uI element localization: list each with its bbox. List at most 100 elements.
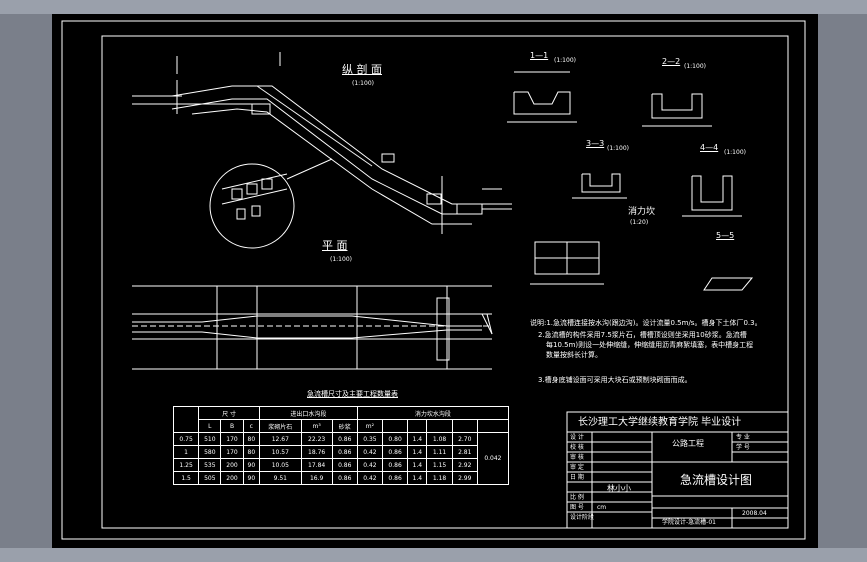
section-1-1-title: 1—1	[530, 51, 549, 60]
stilling-block	[530, 241, 604, 285]
table-row: 0.75 510 170 80 12.67 22.23 0.86 0.35 0.…	[172, 432, 510, 485]
table-cell: 1.4	[407, 458, 428, 472]
table-row: 1.25 535 200 90 10.05 17.84 0.86 0.42 0.…	[172, 458, 509, 472]
drawing-name: 急流槽设计图	[680, 473, 753, 487]
note-1: 说明:1.急流槽连接按水沟(跟边沟)。设计流量0.5m/s。槽身下土体厂0.3。	[530, 319, 762, 327]
table-head-c: c	[242, 419, 261, 433]
table-cell: 2.81	[451, 445, 478, 459]
tb-col-id: 学 号	[736, 444, 750, 451]
table-cell: 17.84	[300, 458, 333, 472]
table-head-a	[381, 419, 409, 433]
table-head-c2	[426, 419, 453, 433]
plan-scale: (1:100)	[330, 256, 352, 263]
note-2c: 数量按斜长计算。	[546, 351, 602, 359]
table-cell: 580	[198, 445, 222, 459]
detail-circle	[209, 163, 295, 249]
tb-col-major: 专 业	[736, 434, 750, 441]
tb-row-review: 审 核	[570, 454, 584, 461]
table-cell: 0.42	[356, 458, 384, 472]
table-row: 1 580 170 80 10.57 18.76 0.86 0.42 0.86 …	[172, 445, 509, 459]
plan-view	[132, 285, 493, 370]
section-2-2	[642, 93, 712, 127]
table-cell: 12.67	[259, 432, 302, 446]
table-cell: 80	[242, 432, 261, 446]
table-cell: 0.86	[331, 445, 358, 459]
drawing-lines	[61, 20, 806, 540]
table-cell: 200	[220, 458, 244, 472]
section-3-3-title: 3—3	[586, 139, 605, 148]
section-1-1	[507, 71, 577, 123]
section-4-4-title: 4—4	[700, 143, 719, 152]
note-3: 3.槽身底铺设面可采用大块石或预制块砌面而成。	[538, 376, 692, 384]
table-head-masonry: 浆砌片石	[259, 419, 302, 433]
table-cell: 0.75	[172, 432, 200, 446]
table-cell: 1.18	[426, 471, 453, 485]
table-cell: 0.86	[381, 471, 409, 485]
table-cell: 0.42	[356, 445, 384, 459]
longitudinal-profile	[132, 52, 512, 234]
table-cell: 9.51	[259, 471, 302, 485]
tb-row-approve: 审 定	[570, 464, 584, 471]
stilling-title: 消力坎	[628, 207, 656, 217]
table-head-dim: 尺 寸	[198, 406, 261, 420]
school-name: 长沙理工大学继续教育学院 毕业设计	[578, 417, 742, 428]
table-cell: 1.4	[407, 471, 428, 485]
tb-row-date: 日 期	[570, 474, 584, 481]
table-cell: 1.4	[407, 445, 428, 459]
table-cell: 1	[172, 445, 200, 459]
note-2: 2.急流槽的构件采用7.5浆片石，槽槽顶设则坐采用10砂浆。急流槽	[538, 331, 747, 339]
longitudinal-title: 纵 剖 面	[342, 63, 382, 76]
table-head-work: 进出口水沟段	[259, 406, 358, 420]
tb-row-number: 图 号	[570, 504, 584, 511]
scale-unit: cm	[597, 504, 607, 511]
table-head-d	[451, 419, 478, 433]
table-head-B: B	[220, 419, 244, 433]
table-cell: 90	[242, 458, 261, 472]
title-block-frame	[566, 411, 789, 529]
window-bottom-bar	[0, 548, 867, 562]
section-3-3	[572, 173, 627, 199]
table-cell: 0.86	[381, 458, 409, 472]
designer-name: 林小小	[607, 484, 631, 493]
window-top-bar	[0, 0, 867, 14]
table-cell: 10.05	[259, 458, 302, 472]
table-cell-extra: 0.042	[476, 432, 510, 485]
section-2-2-scale: (1:100)	[684, 63, 706, 70]
section-5-5-title: 5—5	[716, 231, 735, 240]
tb-row-check: 校 核	[570, 444, 584, 451]
table-cell: 2.70	[451, 432, 478, 446]
section-3-3-scale: (1:100)	[607, 145, 629, 152]
table-cell: 1.5	[172, 471, 200, 485]
section-2-2-title: 2—2	[662, 57, 681, 66]
table-cell: 170	[220, 432, 244, 446]
table-head-unit1: m³	[300, 419, 333, 433]
tb-row-design: 设 计	[570, 434, 584, 441]
table-head-e	[476, 419, 510, 433]
table-cell: 0.42	[356, 471, 384, 485]
drawing-sheet[interactable]: 纵 剖 面 (1:100) 平 面 (1:100) 1—1 (1:100) 2—…	[52, 14, 818, 548]
table-cell: 505	[198, 471, 222, 485]
table-cell: 10.57	[259, 445, 302, 459]
table-head-empty	[172, 406, 200, 433]
note-2b: 每10.5m)则设一处伸缩缝，伸缩缝用沥青麻絮填塞，表中槽身工程	[546, 341, 754, 349]
table-cell: 535	[198, 458, 222, 472]
table-cell: 2.92	[451, 458, 478, 472]
date-value: 2008.04	[742, 510, 767, 517]
table-cell: 80	[242, 445, 261, 459]
stilling-scale: (1:20)	[630, 219, 649, 226]
table-head-stilling: 消力坎水沟段	[356, 406, 510, 420]
tb-row-stage: 设计阶段	[570, 514, 595, 521]
section-5-5	[703, 277, 754, 291]
table-cell: 1.08	[426, 432, 453, 446]
section-4-4	[682, 175, 742, 217]
table-cell: 200	[220, 471, 244, 485]
quantity-table: 尺 寸 进出口水沟段 消力坎水沟段 L B c 浆砌片石 m³ 砂浆 m² 0.…	[172, 406, 510, 485]
table-cell: 0.86	[331, 432, 358, 446]
table-head-L: L	[198, 419, 222, 433]
table-cell: 0.86	[381, 445, 409, 459]
table-cell: 170	[220, 445, 244, 459]
table-cell: 510	[198, 432, 222, 446]
table-cell: 22.23	[300, 432, 333, 446]
table-caption: 急流槽尺寸及主要工程数量表	[307, 390, 398, 398]
plan-title: 平 面	[322, 239, 348, 252]
